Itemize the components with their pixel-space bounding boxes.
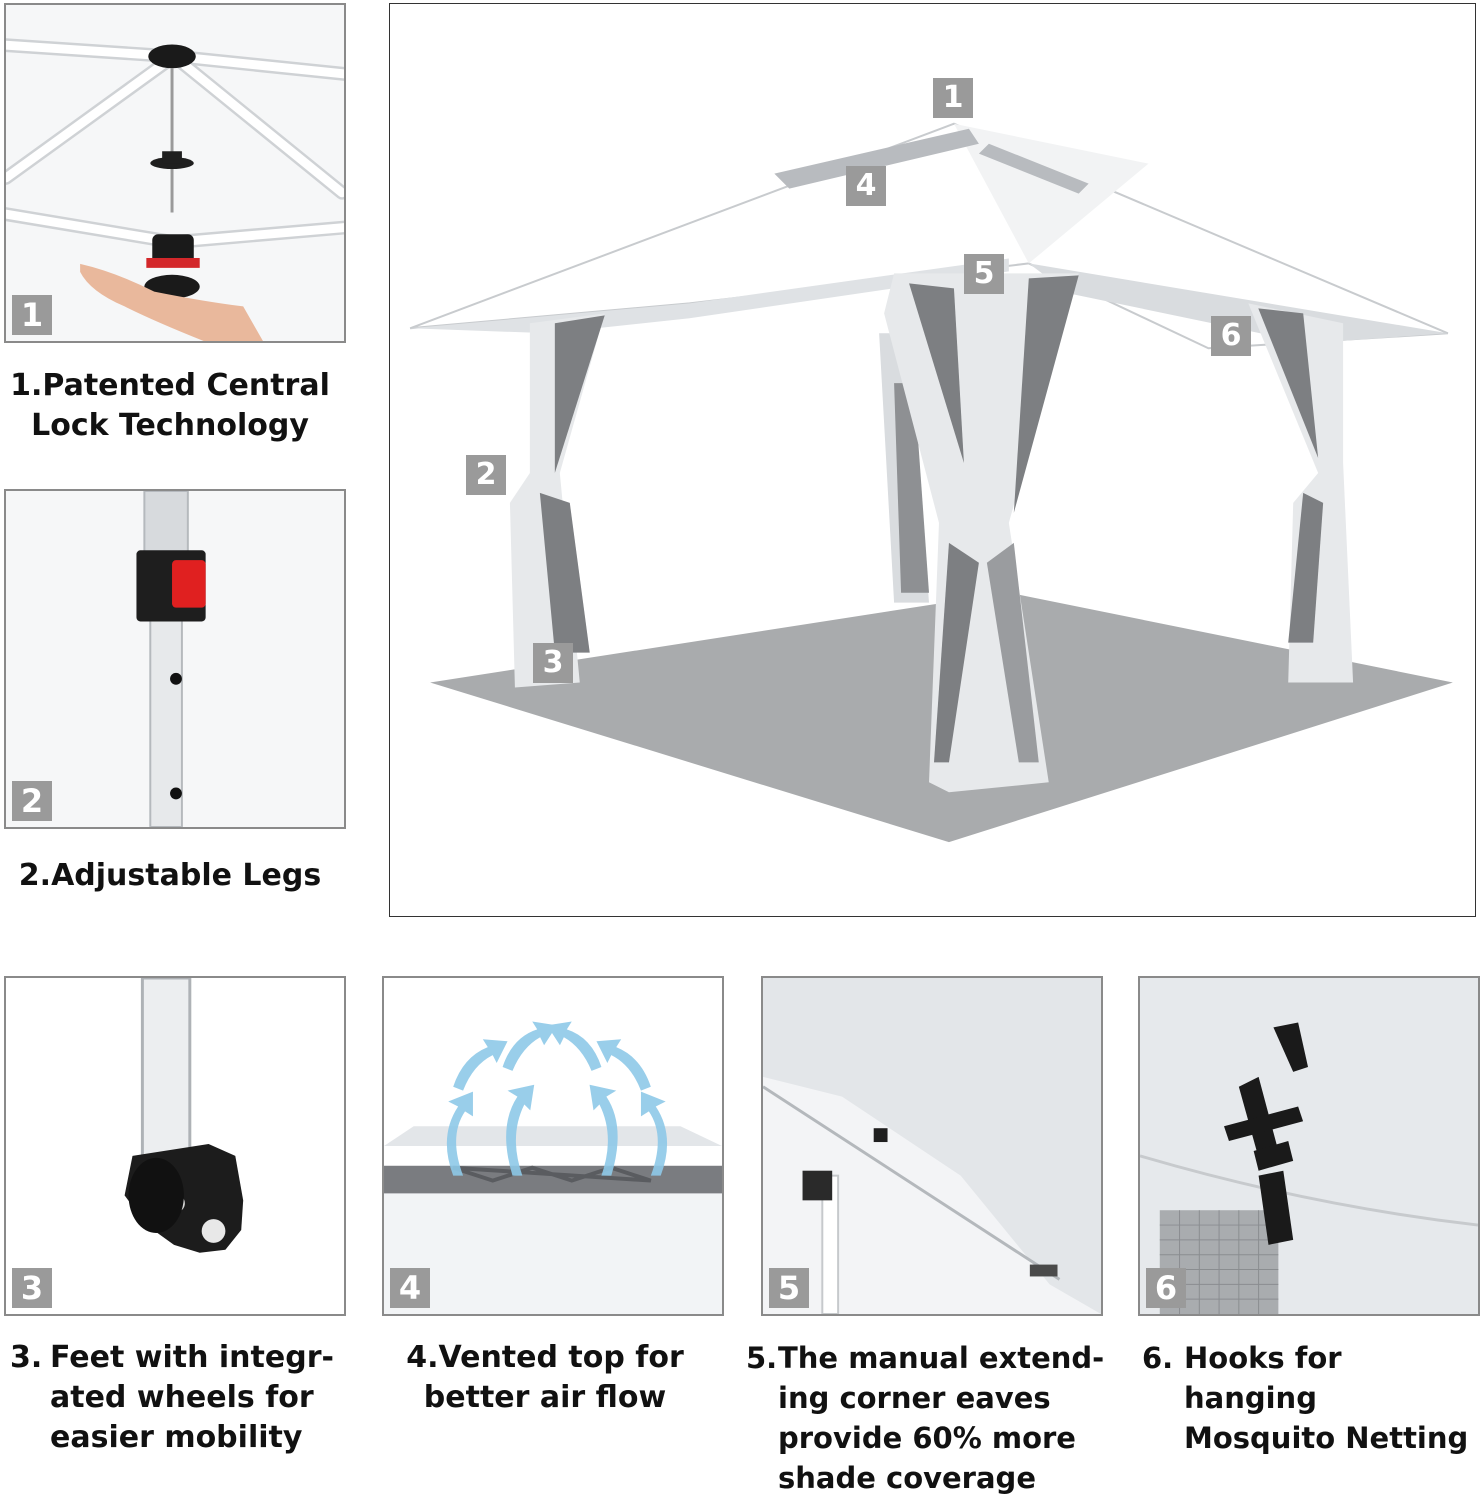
main-gazebo-panel: 1 4 5 6 2 3	[389, 3, 1476, 917]
adjustable-leg-illustration	[6, 491, 344, 827]
detail-panel-central-lock: 1	[4, 3, 346, 343]
detail-number-badge: 6	[1146, 1268, 1186, 1308]
detail-panel-adjustable-legs: 2	[4, 489, 346, 829]
vented-top-illustration	[384, 978, 722, 1314]
caption-corner-eaves: 5. The manual extend- ing corner eaves p…	[746, 1341, 1105, 1495]
corner-eave-illustration	[763, 978, 1101, 1314]
detail-number-badge: 5	[769, 1268, 809, 1308]
central-lock-illustration	[6, 5, 344, 341]
callout-adjustable-legs: 2	[466, 455, 506, 495]
netting-hook-illustration	[1140, 978, 1478, 1314]
detail-panel-netting-hooks: 6	[1138, 976, 1480, 1316]
detail-panel-corner-eaves: 5	[761, 976, 1103, 1316]
detail-panel-vented-top: 4	[382, 976, 724, 1316]
wheeled-foot-illustration	[6, 978, 344, 1314]
detail-number-badge: 1	[12, 295, 52, 335]
detail-panel-wheeled-feet: 3	[4, 976, 346, 1316]
callout-vented-top: 4	[846, 166, 886, 206]
caption-central-lock: 1.Patented Central Lock Technology	[10, 368, 330, 443]
detail-number-badge: 3	[12, 1268, 52, 1308]
caption-wheeled-feet: 3. Feet with integr- ated wheels for eas…	[10, 1340, 334, 1455]
caption-adjustable-legs: 2.Adjustable Legs	[18, 858, 322, 893]
caption-netting-hooks: 6. Hooks for hanging Mosquito Netting	[1142, 1341, 1469, 1455]
callout-corner-eaves: 5	[964, 254, 1004, 294]
detail-number-badge: 2	[12, 781, 52, 821]
detail-number-badge: 4	[390, 1268, 430, 1308]
callout-netting-hooks: 6	[1211, 316, 1251, 356]
caption-vented-top: 4.Vented top for better air flow	[406, 1340, 684, 1415]
callout-wheeled-feet: 3	[533, 643, 573, 683]
gazebo-illustration	[409, 122, 1453, 843]
callout-central-lock: 1	[933, 78, 973, 118]
